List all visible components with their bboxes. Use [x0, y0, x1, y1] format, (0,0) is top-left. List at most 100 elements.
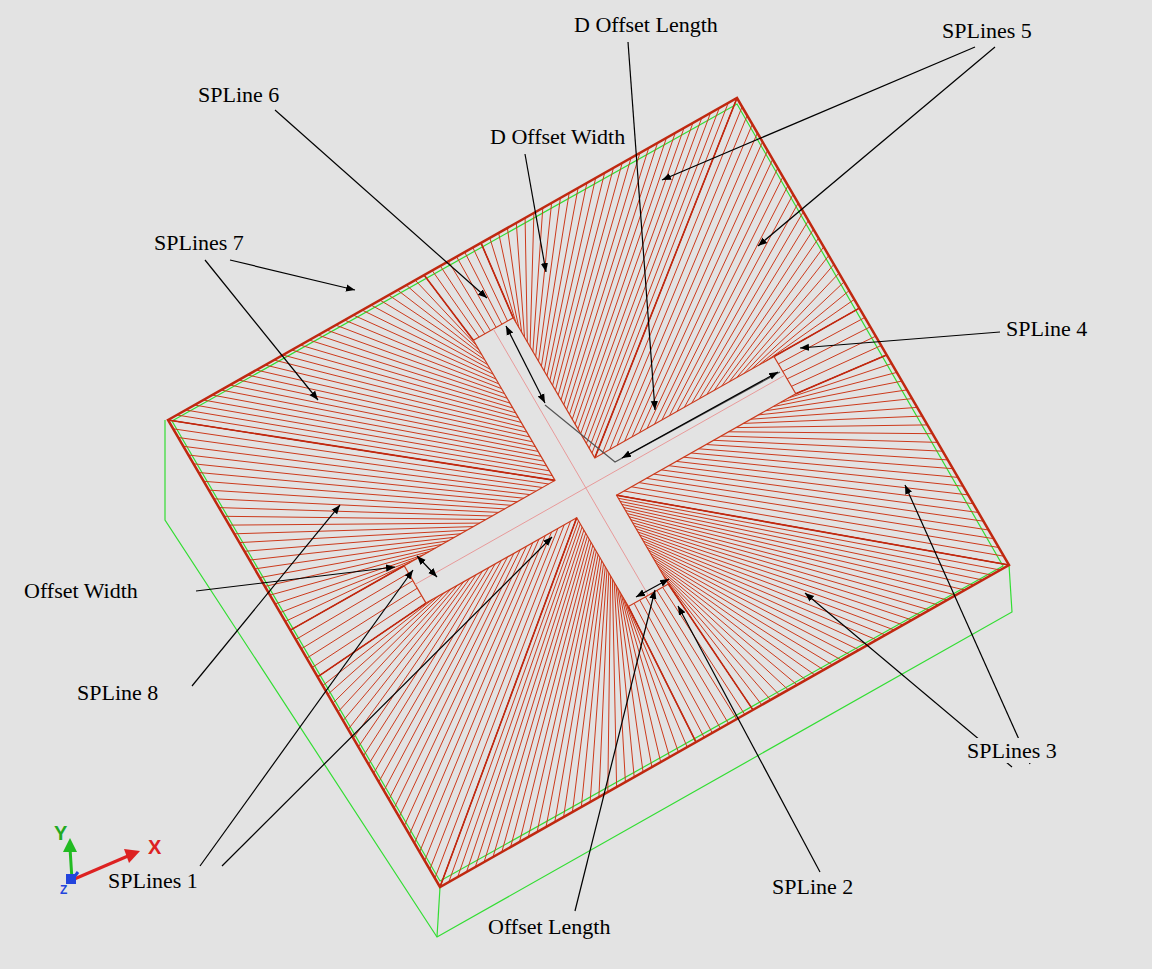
- hatch-line: [188, 455, 530, 495]
- hatch-line: [617, 495, 1009, 565]
- hatch-line: [493, 536, 587, 857]
- hatch-line: [618, 588, 643, 772]
- hatch-line: [280, 559, 417, 613]
- hatch-line: [458, 524, 581, 877]
- hatch-line: [778, 318, 864, 364]
- callout-label: Offset Length: [486, 914, 612, 939]
- callout-label: SPLines 1: [106, 868, 200, 893]
- axis-label: Y: [52, 822, 69, 845]
- hatch-line: [618, 498, 1000, 570]
- hatch-line: [406, 285, 479, 350]
- hatch-line: [265, 548, 436, 586]
- hatch-line: [796, 355, 887, 394]
- hatch-line: [336, 325, 502, 389]
- hatch-line: [256, 370, 527, 432]
- callout-label: Offset Width: [22, 578, 140, 603]
- hatch-line: [555, 558, 600, 822]
- hatch-line: [234, 527, 473, 534]
- hatch-line: [424, 275, 473, 340]
- hatch-line: [389, 295, 485, 360]
- centre-line: [415, 375, 785, 584]
- hatch-line: [374, 564, 495, 773]
- callout-label: SPLines 5: [940, 18, 1034, 43]
- hatch-line: [389, 553, 514, 799]
- hatch-line: [481, 243, 513, 318]
- hatch-line: [602, 107, 742, 454]
- callout-label: SPLine 4: [1004, 316, 1089, 341]
- callout-label: SPLines 3: [965, 738, 1059, 763]
- callout-label: SPLine 6: [196, 82, 281, 107]
- centre-line: [493, 329, 648, 595]
- hatch-line: [348, 582, 464, 730]
- hatch-line: [219, 508, 492, 516]
- hatch-line: [661, 572, 788, 690]
- leader-lines: [192, 42, 1030, 911]
- hatch-line: [707, 229, 814, 394]
- hatch-line: [440, 518, 577, 887]
- hatch-line: [663, 575, 780, 695]
- hatch-line: [699, 221, 808, 399]
- hatch-line: [290, 566, 404, 630]
- hatch-line: [239, 380, 533, 442]
- hatch-line: [499, 233, 519, 328]
- axis-label: X: [146, 836, 163, 859]
- hatch-line: [628, 607, 696, 743]
- hatch-line: [612, 579, 616, 787]
- callout-label: D Offset Length: [572, 12, 720, 37]
- roof-hatching: [168, 98, 1009, 887]
- hatch-line: [595, 98, 737, 458]
- hatch-line: [608, 576, 611, 792]
- hatch-line: [663, 587, 745, 714]
- hatch-line: [796, 355, 887, 394]
- hatch-line: [333, 592, 445, 703]
- plateau-outline: [404, 318, 796, 607]
- hatch-line: [525, 218, 527, 342]
- hatch-line: [783, 327, 871, 372]
- hatch-line: [553, 173, 605, 386]
- hatch-line: [239, 530, 467, 542]
- hatch-line: [628, 607, 696, 743]
- dimension-lines: [417, 326, 780, 597]
- hatch-line: [516, 223, 524, 337]
- hatch-line: [714, 440, 943, 451]
- hatch-line: [424, 275, 473, 340]
- hatch-line: [550, 178, 596, 381]
- hatch-line: [652, 556, 832, 665]
- hatch-line: [224, 516, 486, 519]
- hatch-line: [759, 291, 849, 365]
- hatch-line: [541, 193, 569, 366]
- hatch-line: [729, 256, 829, 382]
- hatch-line: [520, 545, 593, 842]
- axis-label: Z: [58, 884, 69, 898]
- hatch-line: [570, 143, 658, 414]
- hatch-line: [507, 228, 521, 332]
- hatch-line: [546, 555, 598, 828]
- hatch-line: [656, 563, 815, 675]
- hatch-line: [662, 177, 783, 420]
- hatch-line: [255, 541, 449, 569]
- hatch-line: [186, 410, 550, 471]
- hatch-line: [640, 600, 713, 733]
- hatch-line: [229, 523, 479, 525]
- hatch-line: [432, 271, 479, 338]
- hatch-line: [584, 118, 702, 439]
- hatch-line: [668, 584, 753, 710]
- hatch-line: [645, 544, 868, 645]
- hatch-line: [640, 535, 895, 630]
- hatch-line: [647, 159, 773, 428]
- hatch-line: [285, 562, 410, 621]
- hatch-line: [457, 257, 497, 328]
- hatch-line: [668, 584, 753, 710]
- hatch-line: [655, 168, 778, 424]
- hatch-line: [195, 405, 547, 466]
- hatch-line: [539, 198, 561, 361]
- hatch-line: [248, 375, 530, 437]
- hatch-line: [595, 98, 737, 458]
- hatch-line: [670, 186, 789, 416]
- hatch-line: [781, 372, 897, 402]
- hatch-line: [270, 552, 429, 596]
- hatch-line: [465, 252, 502, 324]
- hatch-line: [657, 590, 737, 719]
- hatch-line: [759, 399, 913, 415]
- hatch-line: [621, 594, 660, 762]
